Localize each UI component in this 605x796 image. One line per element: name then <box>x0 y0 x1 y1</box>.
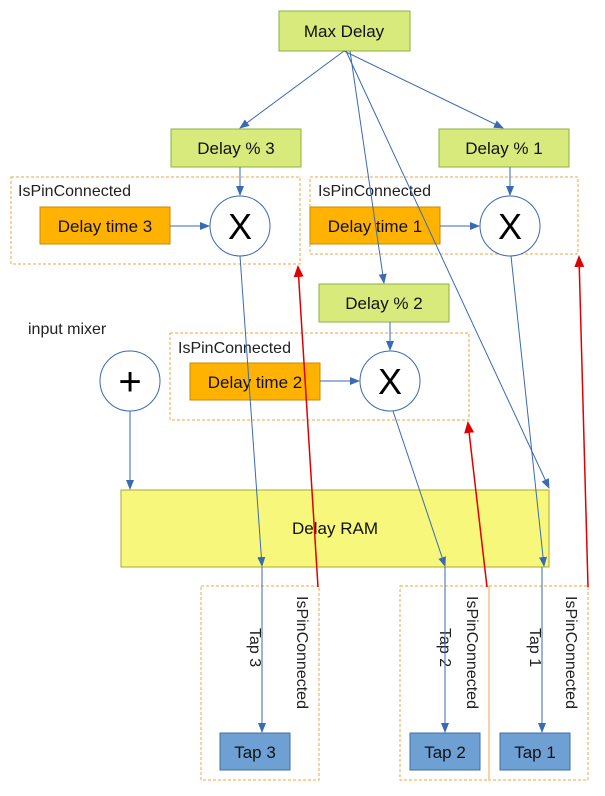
arrow-max-to-pct2 <box>349 50 387 284</box>
delay-pct-2-box <box>318 283 450 323</box>
ispinconnected-label-tap1: IsPinConnected <box>562 596 579 709</box>
red-arrow-tap3-to-group3 <box>293 265 319 588</box>
multiply-node-2 <box>359 350 421 412</box>
multiply-symbol-3: X <box>228 206 252 247</box>
red-arrow-tap2-to-group2 <box>464 421 488 588</box>
red-arrow-tap1-to-group1 <box>574 255 589 588</box>
tap-2-label: Tap 2 <box>424 743 466 762</box>
group-ispinconnected-2 <box>169 332 470 421</box>
arrow-max-to-ram <box>345 50 550 489</box>
max-delay-box <box>278 10 411 52</box>
delay-pct-1-label: Delay % 1 <box>465 139 542 158</box>
delay-time-2-label: Delay time 2 <box>208 373 302 392</box>
group-ispinconnected-3 <box>10 176 301 265</box>
ispinconnected-label-1: IsPinConnected <box>318 183 431 200</box>
add-symbol: + <box>118 360 141 404</box>
input-mixer-label: input mixer <box>28 321 107 338</box>
ispinconnected-label-2: IsPinConnected <box>178 340 291 357</box>
group-ispinconnected-tap2 <box>399 585 490 781</box>
multiply-symbol-1: X <box>498 206 522 247</box>
arrow-max-to-pct3 <box>239 50 345 129</box>
tap-1-box <box>499 732 571 771</box>
multiply-node-1 <box>479 195 541 257</box>
group-ispinconnected-tap3 <box>200 585 320 781</box>
ispinconnected-label-3: IsPinConnected <box>18 183 131 200</box>
delay-time-3-box <box>39 206 171 245</box>
delay-time-3-label: Delay time 3 <box>58 217 152 236</box>
max-delay-label: Max Delay <box>304 22 385 41</box>
tap-2-box <box>409 732 481 771</box>
delay-ram-label: Delay RAM <box>292 519 378 538</box>
delay-time-1-box <box>309 206 441 245</box>
tap-3-label: Tap 3 <box>234 743 276 762</box>
arrow-max-to-pct1 <box>343 50 504 129</box>
tap-3-line-label: Tap 3 <box>246 628 263 667</box>
delay-pct-3-box <box>170 128 302 168</box>
tap-1-line-label: Tap 1 <box>526 628 543 667</box>
arrow-x3-to-ram <box>239 255 266 567</box>
arrow-x2-to-ram <box>392 410 446 567</box>
ispinconnected-label-tap3: IsPinConnected <box>293 596 310 709</box>
ispinconnected-label-tap2: IsPinConnected <box>463 596 480 709</box>
multiply-symbol-2: X <box>378 361 402 402</box>
delay-time-1-label: Delay time 1 <box>328 217 422 236</box>
tap-1-label: Tap 1 <box>514 743 556 762</box>
delay-pct-1-box <box>438 128 570 168</box>
group-ispinconnected-tap1 <box>488 585 589 781</box>
delay-pct-2-label: Delay % 2 <box>345 294 422 313</box>
arrow-x1-to-ram <box>510 255 548 567</box>
delay-time-2-box <box>189 362 321 401</box>
delay-pct-3-label: Delay % 3 <box>197 139 274 158</box>
tap-3-box <box>219 732 291 771</box>
